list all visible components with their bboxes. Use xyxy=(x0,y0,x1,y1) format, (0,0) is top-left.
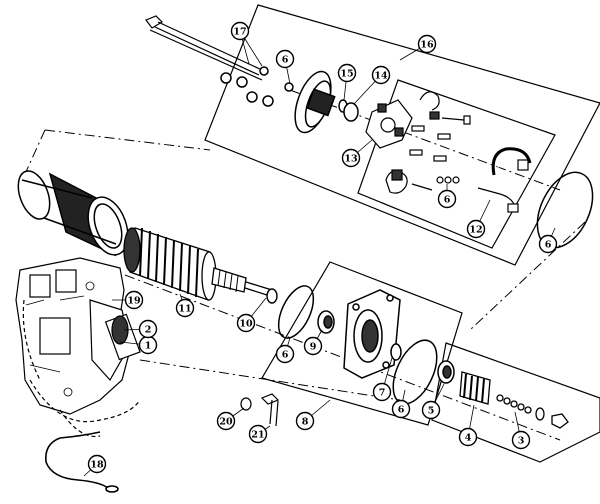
callout-6: 6 xyxy=(391,399,411,419)
dashed-axis-rear xyxy=(289,89,561,191)
engine-block xyxy=(15,257,141,438)
callout-7: 7 xyxy=(372,382,392,402)
through-bolt xyxy=(145,15,263,81)
callout-label: 6 xyxy=(545,240,552,251)
callout-circle xyxy=(458,427,478,447)
callout-18: 18 xyxy=(87,454,107,474)
callout-label: 19 xyxy=(127,296,141,307)
armature xyxy=(123,227,273,301)
callout-label: 9 xyxy=(310,342,317,353)
callout-12: 12 xyxy=(466,219,486,239)
callout-14: 14 xyxy=(371,65,391,85)
rear-housing xyxy=(220,66,359,134)
ground-cable xyxy=(44,431,119,493)
callout-circle xyxy=(372,382,392,402)
callout-label: 13 xyxy=(344,154,357,165)
callout-circle xyxy=(275,344,295,364)
callout-label: 3 xyxy=(518,436,525,447)
callout-label: 20 xyxy=(219,417,233,428)
callout-6: 6 xyxy=(538,234,558,254)
callout-6: 6 xyxy=(275,344,295,364)
callout-20: 20 xyxy=(216,411,236,431)
dashed-axis-low xyxy=(139,359,401,401)
callout-label: 6 xyxy=(398,405,405,416)
callout-circle xyxy=(175,298,195,318)
callout-circle xyxy=(466,219,486,239)
callout-label: 12 xyxy=(469,225,482,236)
callout-label: 10 xyxy=(239,319,253,330)
callout-label: 16 xyxy=(420,40,434,51)
front-housing xyxy=(317,289,455,405)
callout-circle xyxy=(230,21,250,41)
group-frame-8 xyxy=(261,261,463,426)
callout-label: 6 xyxy=(282,55,289,66)
mount-bolt xyxy=(240,393,280,427)
group-frame-brush-plate xyxy=(357,79,556,249)
callout-10: 10 xyxy=(236,313,256,333)
callout-circle xyxy=(371,65,391,85)
dashed-boundary-top xyxy=(44,129,211,151)
callout-circle xyxy=(511,430,531,450)
callout-19: 19 xyxy=(124,290,144,310)
callout-1: 1 xyxy=(138,335,158,355)
callout-circle xyxy=(391,399,411,419)
gasket-ring xyxy=(277,285,315,339)
callout-label: 14 xyxy=(374,71,388,82)
dashed-boundary-right xyxy=(469,221,586,331)
callout-label: 1 xyxy=(145,341,152,352)
callout-4: 4 xyxy=(458,427,478,447)
callout-6: 6 xyxy=(437,189,457,209)
pinion-drive xyxy=(459,371,569,429)
callout-label: 7 xyxy=(379,388,386,399)
callout-label: 18 xyxy=(90,460,104,471)
callout-label: 6 xyxy=(282,350,289,361)
callout-16: 16 xyxy=(417,34,437,54)
dashed-axis-main xyxy=(124,274,561,441)
callout-circle xyxy=(337,63,357,83)
callout-circle xyxy=(437,189,457,209)
callout-label: 21 xyxy=(251,430,264,441)
callout-circle xyxy=(295,411,315,431)
callout-circle xyxy=(216,411,236,431)
callout-circle xyxy=(421,400,441,420)
callout-label: 6 xyxy=(444,195,451,206)
callout-13: 13 xyxy=(341,148,361,168)
callout-label: 2 xyxy=(145,325,152,336)
callout-label: 15 xyxy=(340,69,353,80)
callout-9: 9 xyxy=(303,336,323,356)
callout-circle xyxy=(275,49,295,69)
callout-8: 8 xyxy=(295,411,315,431)
callout-circle xyxy=(124,290,144,310)
callout-circle xyxy=(87,454,107,474)
callout-label: 4 xyxy=(465,433,472,444)
thrust-washer xyxy=(266,288,278,304)
callout-3: 3 xyxy=(511,430,531,450)
callout-circle xyxy=(236,313,256,333)
callout-11: 11 xyxy=(175,298,195,318)
callout-6: 6 xyxy=(275,49,295,69)
callout-circle xyxy=(303,336,323,356)
brush-plate xyxy=(365,91,532,213)
callout-label: 8 xyxy=(302,417,309,428)
field-frame xyxy=(17,170,129,257)
callout-circle xyxy=(138,319,158,339)
group-frame-16 xyxy=(204,4,600,266)
callout-circle xyxy=(538,234,558,254)
callout-5: 5 xyxy=(421,400,441,420)
callout-label: 11 xyxy=(178,304,191,315)
callout-circle xyxy=(341,148,361,168)
callout-circle xyxy=(248,424,268,444)
callout-label: 17 xyxy=(233,27,246,38)
callout-21: 21 xyxy=(248,424,268,444)
callout-label: 5 xyxy=(428,406,435,417)
callout-2: 2 xyxy=(138,319,158,339)
callout-circle xyxy=(417,34,437,54)
callout-17: 17 xyxy=(230,21,250,41)
callout-15: 15 xyxy=(337,63,357,83)
